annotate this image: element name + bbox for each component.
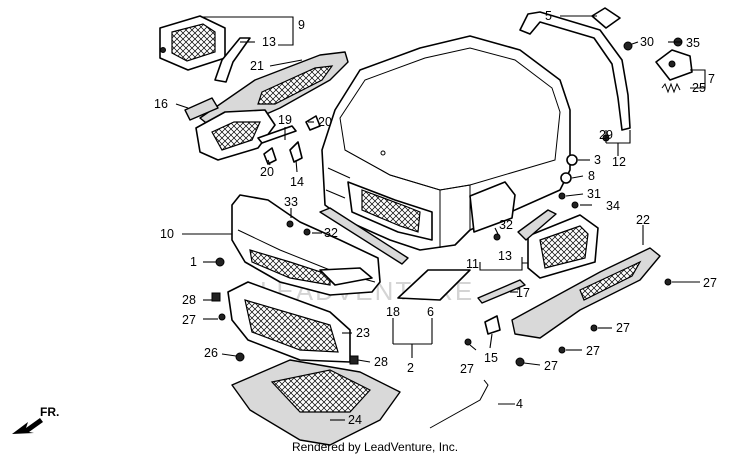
callout-labels: 9 13 21 16 19 20 20 14 33 32 10 1 28 27 … [154,9,717,427]
seal-part-16 [184,97,219,121]
callout-25: 25 [692,81,706,95]
screw-part-27e [515,357,525,367]
screw-part-27f [464,338,472,346]
callout-31: 31 [587,187,601,201]
callout-27-right-lower: 27 [544,359,558,373]
callout-27-right-upper: 27 [616,321,630,335]
rod-part-4 [429,379,489,429]
bolt-part-1 [215,257,225,267]
side-grill-panel [195,109,276,161]
strip-part-13-lower [517,209,557,241]
callout-20-left: 20 [260,165,274,179]
strip-part-13-upper [214,37,251,83]
callout-19: 19 [278,113,292,127]
callout-29: 29 [599,128,613,142]
strip-part-17 [477,279,526,304]
pad-part-6 [397,269,471,301]
callout-23: 23 [356,326,370,340]
grommet-part-3 [566,154,578,166]
front-direction-arrow-icon: FR. [12,405,59,434]
leader-lines [175,15,706,421]
callout-18: 18 [386,305,400,319]
callout-6: 6 [427,305,434,319]
callout-13-upper: 13 [262,35,276,49]
nut-part-30 [623,41,633,51]
screw-part-27b [664,278,672,286]
screw-part-32a [303,228,311,236]
callout-5: 5 [545,9,552,23]
callout-33: 33 [284,195,298,209]
screw-part-32b [493,233,501,241]
callout-22: 22 [636,213,650,227]
callout-14: 14 [290,175,304,189]
render-caption: Rendered by LeadVenture, Inc. [291,440,459,454]
callout-27-right-middle: 27 [586,344,600,358]
bracket-part-5 [591,7,621,29]
nut-part-28b [349,355,359,365]
callout-32-left: 32 [324,226,338,240]
callout-28-left: 28 [182,293,196,307]
lower-grill-part-23 [227,281,351,363]
callout-13-lower: 13 [498,249,512,263]
callout-8: 8 [588,169,595,183]
callout-10: 10 [160,227,174,241]
clip-part-31 [558,192,566,200]
callout-2: 2 [407,361,414,375]
skid-plate-part-24 [231,359,401,446]
clip-part-20a [305,115,321,131]
callout-27-far-right: 27 [703,276,717,290]
callout-16: 16 [154,97,168,111]
callout-15: 15 [484,351,498,365]
callout-11: 11 [466,257,479,271]
screw-part-27c [590,324,598,332]
callout-17: 17 [516,286,530,300]
bracket-part-14 [289,141,303,163]
callout-30: 30 [640,35,654,49]
callout-27-left: 27 [182,313,196,327]
clip-part-15 [484,315,501,335]
strip-part-18 [319,207,409,265]
nut-part-28a [211,292,221,302]
spring-part-25 [661,82,681,94]
screw-part-27a [218,313,226,321]
callout-4: 4 [516,397,523,411]
callout-9: 9 [298,18,305,32]
vent-cover-part-9 [159,15,226,71]
callout-3: 3 [594,153,601,167]
callout-21: 21 [250,59,264,73]
callout-28-bottom: 28 [374,355,388,369]
bolt-part-26 [235,352,245,362]
screw-part-27d [558,346,566,354]
screw-part-34 [571,201,579,209]
grommet-part-8 [560,172,572,184]
callout-27-center: 27 [460,362,474,376]
callout-34: 34 [606,199,620,213]
callout-1: 1 [190,255,197,269]
right-grill-part-11 [527,214,599,279]
clip-part-20b [263,147,277,165]
direction-label: FR. [40,405,59,419]
side-panel-part-21 [199,51,349,131]
screw-part-33 [286,220,294,228]
callout-35: 35 [686,36,700,50]
callout-24: 24 [348,413,362,427]
side-skirt-part-22 [511,247,661,339]
bolt-part-7 [668,60,676,68]
callout-7: 7 [708,72,715,86]
seal-part-12 [519,11,631,131]
callout-12: 12 [612,155,626,169]
callout-26: 26 [204,346,218,360]
hood-assembly [321,35,571,251]
clip-part-19 [257,125,297,144]
callout-32-right: 32 [499,218,513,232]
front-bumper-part-10 [231,194,381,296]
callout-20-right: 20 [318,115,332,129]
